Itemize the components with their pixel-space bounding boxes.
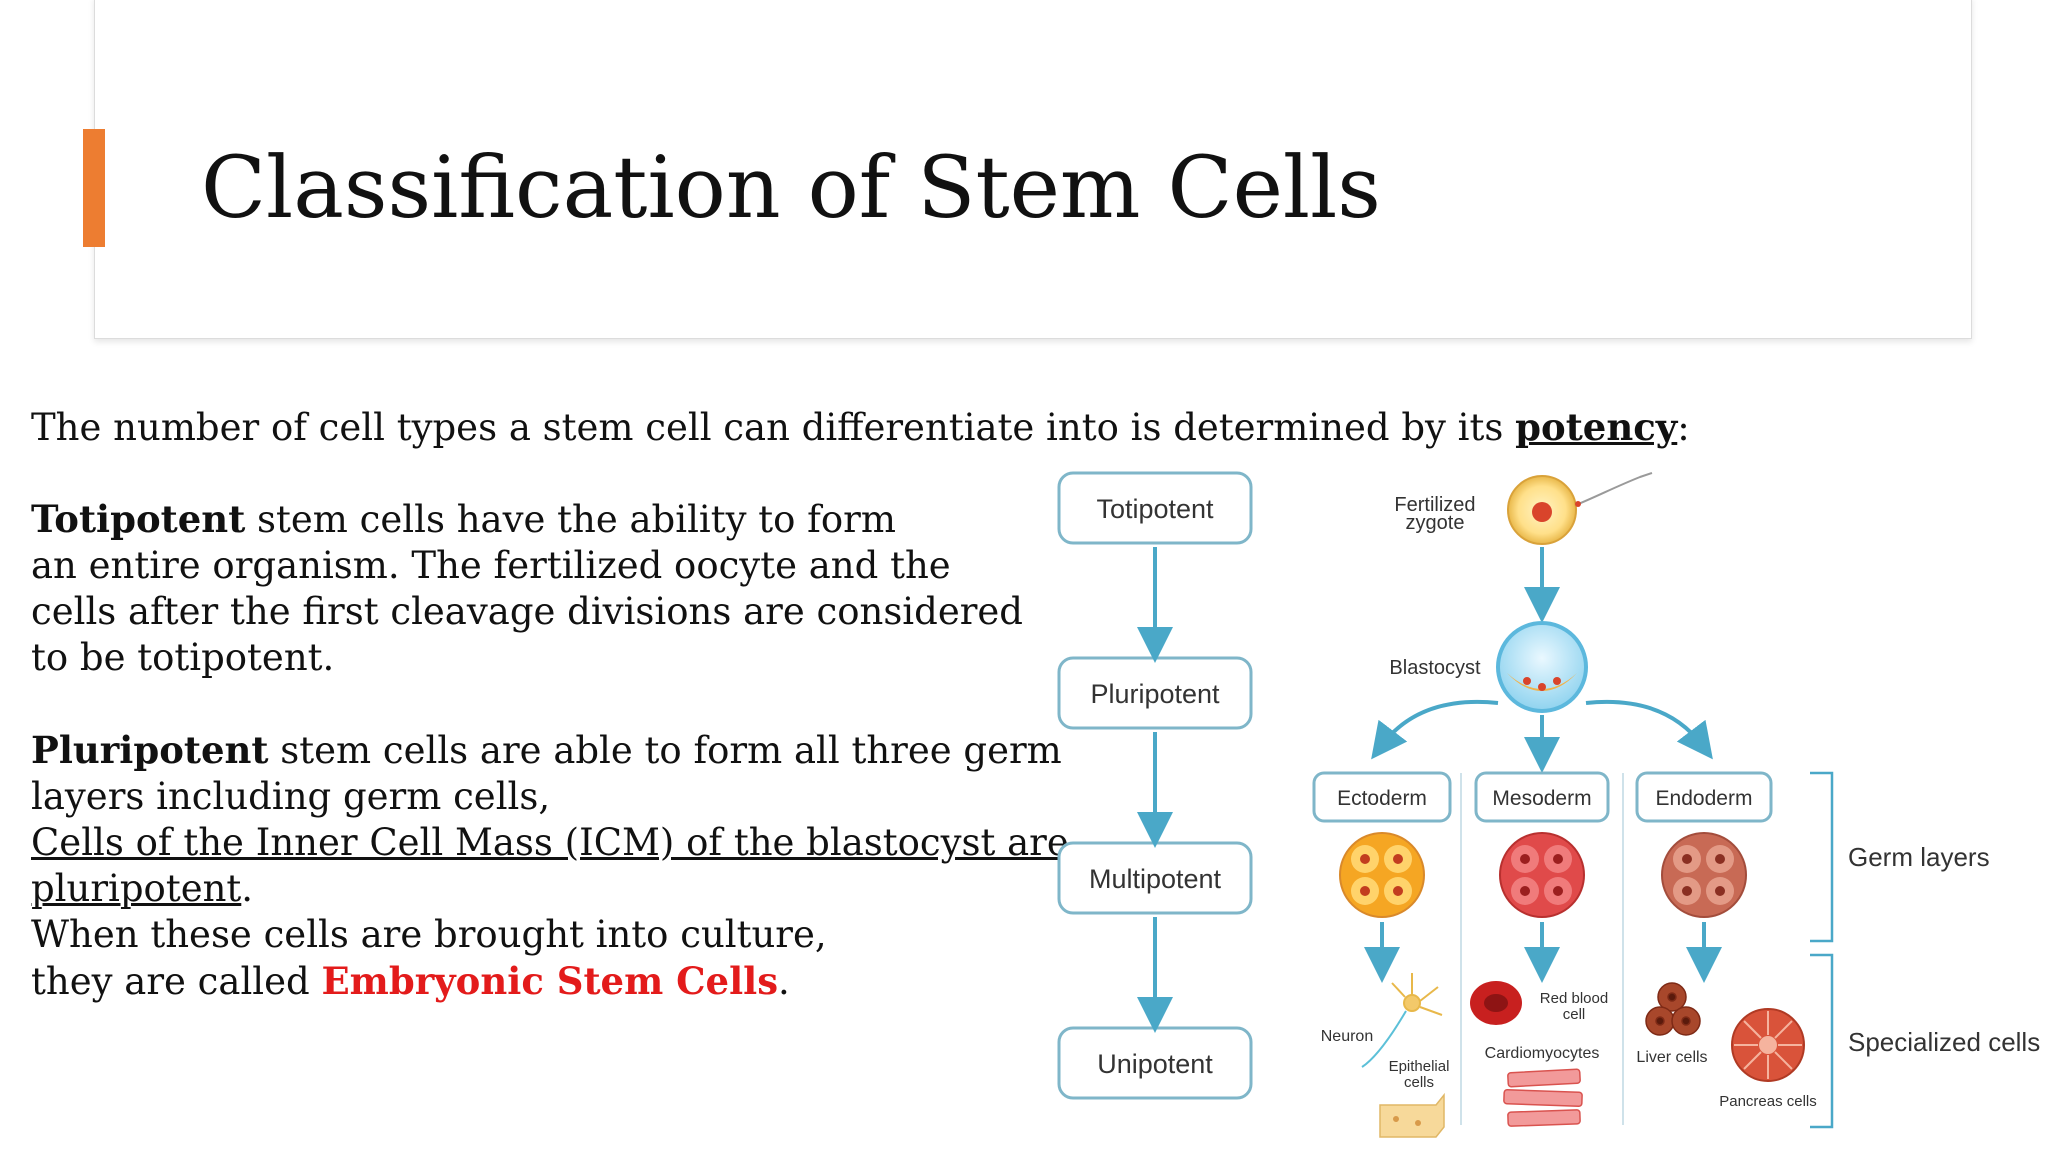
zygote-label-1: Fertilized: [1394, 494, 1475, 516]
mesoderm-cell-icon: [1499, 832, 1585, 918]
potency-box-totipotent: Totipotent: [1057, 471, 1253, 545]
icm-statement: Cells of the Inner Cell Mass (ICM) of th…: [31, 821, 1069, 864]
zygote-label-2: zygote: [1406, 512, 1465, 534]
endoderm-cell-icon: [1661, 832, 1747, 918]
blastocyst-arrows: [1371, 699, 1713, 773]
liver-cells-label: Liver cells: [1636, 1049, 1707, 1066]
potency-label-totipotent: Totipotent: [1096, 494, 1214, 524]
toti-line-4: to be totipotent.: [31, 636, 335, 679]
germ-label-mesoderm: Mesoderm: [1492, 787, 1591, 810]
pluri-line-4-end: .: [241, 867, 254, 910]
germ-layers-group-label: Germ layers: [1848, 842, 1990, 872]
toti-line-2: an entire organism. The fertilized oocyt…: [31, 544, 951, 587]
germ-box-ectoderm: Ectoderm: [1312, 771, 1452, 823]
potency-label-multipotent: Multipotent: [1089, 864, 1222, 894]
intro-sentence: The number of cell types a stem cell can…: [31, 406, 1516, 449]
rbc-label-1: Red blood: [1540, 990, 1608, 1007]
cardiomyocytes-icon: [1503, 1068, 1583, 1127]
potency-keyword: potency: [1515, 405, 1678, 449]
epithelial-cells-icon: [1379, 1092, 1445, 1138]
icm-pluripotent: pluripotent: [31, 867, 242, 910]
germ-label-endoderm: Endoderm: [1656, 787, 1753, 810]
slide-title: Classification of Stem Cells: [201, 139, 1381, 238]
potency-label-unipotent: Unipotent: [1097, 1049, 1213, 1079]
liver-cells-icon: [1645, 982, 1701, 1036]
pluri-line-6-end: .: [778, 960, 790, 1003]
germ-layers-bracket: [1810, 771, 1834, 943]
blastocyst-label: Blastocyst: [1389, 657, 1481, 679]
zygote-icon: [1507, 472, 1653, 545]
ectoderm-cell-icon: [1339, 832, 1425, 918]
toti-line-3: cells after the first cleavage divisions…: [31, 590, 1023, 633]
pluri-line-1: stem cells are able to form all three ge…: [268, 729, 1062, 772]
intro-end: :: [1677, 406, 1690, 449]
germ-box-endoderm: Endoderm: [1635, 771, 1773, 823]
epithelial-label-1: Epithelial: [1389, 1058, 1450, 1075]
red-blood-cell-icon: [1470, 981, 1522, 1025]
pluripotent-paragraph: Pluripotent stem cells are able to form …: [31, 727, 1069, 1005]
epithelial-label-2: cells: [1404, 1074, 1434, 1091]
pluri-line-6: they are called: [31, 960, 322, 1003]
blastocyst-icon: [1496, 621, 1588, 713]
pluri-line-2: layers including germ cells,: [31, 775, 551, 818]
rbc-label-2: cell: [1563, 1006, 1586, 1023]
potency-box-pluripotent: Pluripotent: [1057, 656, 1253, 730]
potency-box-unipotent: Unipotent: [1057, 1026, 1253, 1100]
neuron-label: Neuron: [1321, 1028, 1373, 1045]
intro-text: The number of cell types a stem cell can…: [31, 404, 1690, 451]
specialized-cells-bracket: [1810, 953, 1834, 1129]
germ-box-mesoderm: Mesoderm: [1474, 771, 1610, 823]
stem-cell-potency-diagram: Totipotent Pluripotent Multipotent Unipo…: [1057, 471, 2040, 1138]
germ-label-ectoderm: Ectoderm: [1337, 787, 1427, 810]
potency-box-multipotent: Multipotent: [1057, 841, 1253, 915]
accent-bar: [83, 129, 105, 247]
embryonic-stem-cells-highlight: Embryonic Stem Cells: [321, 959, 779, 1003]
neuron-icon: [1361, 973, 1443, 1068]
totipotent-term: Totipotent: [31, 497, 246, 541]
specialized-cells-group-label: Specialized cells: [1848, 1027, 2040, 1057]
toti-line-1: stem cells have the ability to form: [245, 498, 896, 541]
potency-label-pluripotent: Pluripotent: [1090, 679, 1220, 709]
cardiomyocytes-label: Cardiomyocytes: [1485, 1045, 1600, 1062]
pancreas-cells-icon: [1731, 1008, 1805, 1082]
pancreas-cells-label: Pancreas cells: [1719, 1093, 1817, 1110]
title-card: [94, 0, 1972, 339]
pluri-line-5: When these cells are brought into cultur…: [31, 913, 827, 956]
germ-layer-arrows: [1364, 922, 1722, 983]
totipotent-paragraph: Totipotent stem cells have the ability t…: [31, 496, 1023, 681]
pluripotent-term: Pluripotent: [31, 728, 269, 772]
